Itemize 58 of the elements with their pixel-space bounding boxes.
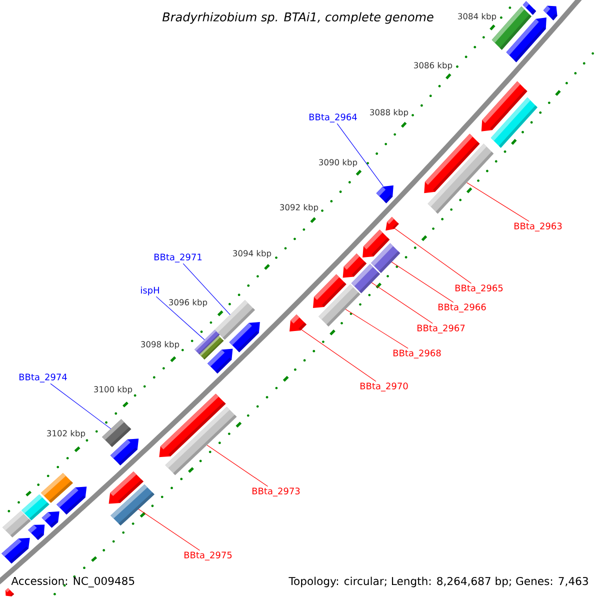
gene-block (28, 524, 45, 540)
scale-label: 3084 kbp (458, 12, 496, 21)
gene-block (42, 511, 60, 528)
gene-block (110, 438, 139, 466)
leader-line (345, 308, 408, 349)
leader-line (336, 123, 384, 186)
gene-block (506, 17, 546, 62)
gene-box (318, 284, 360, 326)
gene-block (56, 486, 87, 514)
scale-label: 3094 kbp (233, 250, 272, 258)
scale-label: 3086 kbp (414, 62, 452, 70)
leader-line (394, 228, 472, 284)
accession-text: Accession: NC_009485 (11, 576, 134, 588)
gene-box (371, 243, 400, 273)
leader-line (182, 263, 230, 315)
gene-label: BBta_2967 (417, 324, 465, 334)
leader-line (50, 383, 112, 430)
gene-label: BBta_2966 (438, 304, 486, 312)
scale-label: 3102 kbp (47, 430, 86, 438)
leader-line (156, 296, 205, 340)
gene-block (229, 322, 260, 352)
gene-block (5, 588, 14, 596)
scale-label: 3098 kbp (141, 340, 180, 350)
leader-line (206, 444, 268, 487)
leader-line (391, 262, 454, 303)
gene-label: ispH (141, 286, 159, 296)
gene-label: BBta_2971 (154, 254, 202, 262)
gene-label: BBta_2975 (184, 552, 232, 560)
scale-label: 3088 kbp (370, 108, 408, 117)
gene-block (290, 314, 306, 332)
leader-line (371, 282, 433, 324)
gene-label: BBta_2963 (514, 222, 562, 232)
gene-block (207, 348, 233, 374)
title: Bradyrhizobium sp. BTAi1, complete genome (162, 12, 434, 24)
gene-box (490, 97, 538, 148)
gene-label: BBta_2973 (252, 488, 300, 496)
gene-block (2, 538, 30, 564)
gene-box (351, 264, 380, 294)
scale-label: 3090 kbp (319, 158, 358, 167)
gene-box (165, 406, 237, 476)
gene-block (386, 216, 399, 231)
gene-label: BBta_2968 (393, 350, 441, 358)
gene-block (376, 185, 394, 204)
leader-line (466, 182, 530, 222)
gene-box (428, 144, 494, 214)
leader-line (138, 508, 200, 551)
gene-label: BBta_2965 (455, 284, 503, 294)
scale-label: 3100 kbp (94, 386, 132, 394)
gene-block (543, 6, 558, 20)
genome-info-text: Topology: circular; Length: 8,264,687 bp; Genes: 7,463 (288, 576, 590, 588)
gene-label: BBta_2974 (19, 374, 67, 382)
gene-box (110, 484, 154, 526)
gene-label: BBta_2964 (309, 114, 357, 122)
gene-label: BBta_2970 (360, 382, 408, 392)
scale-label: 3096 kbp (169, 298, 208, 307)
gene-box (2, 510, 31, 538)
leader-line (301, 329, 376, 382)
scale-label: 3092 kbp (280, 204, 318, 212)
